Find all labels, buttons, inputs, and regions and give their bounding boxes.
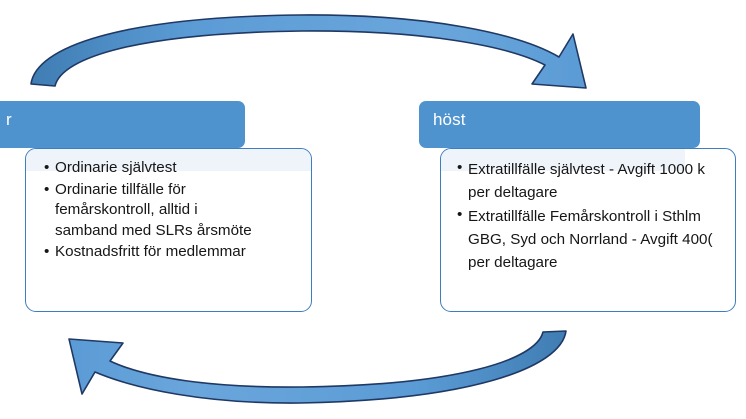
list-item: Ordinarie självtest <box>37 158 311 179</box>
panel-right-bullet-list: Extratillfälle självtest - Avgift 1000 k… <box>450 149 735 275</box>
panel-left-bullet-list: Ordinarie självtest Ordinarie tillfälle … <box>37 149 311 264</box>
list-item: Ordinarie tillfälle för femårskontroll, … <box>37 180 311 242</box>
panel-left-body[interactable]: Ordinarie självtest Ordinarie tillfälle … <box>25 148 312 312</box>
panel-left-header[interactable]: r <box>0 101 245 148</box>
panel-right-body[interactable]: Extratillfälle självtest - Avgift 1000 k… <box>440 148 736 312</box>
top-arrow-icon <box>30 14 587 89</box>
panel-right-header[interactable]: höst <box>419 101 700 148</box>
list-item: Kostnadsfritt för medlemmar <box>37 242 311 263</box>
panel-left-header-label: r <box>6 110 12 129</box>
list-item: Extratillfälle Femårskontroll i Sthlm GB… <box>450 205 735 274</box>
bottom-arrow-icon <box>68 330 567 404</box>
panel-right-header-label: höst <box>433 110 466 129</box>
list-item: Extratillfälle självtest - Avgift 1000 k… <box>450 158 735 204</box>
